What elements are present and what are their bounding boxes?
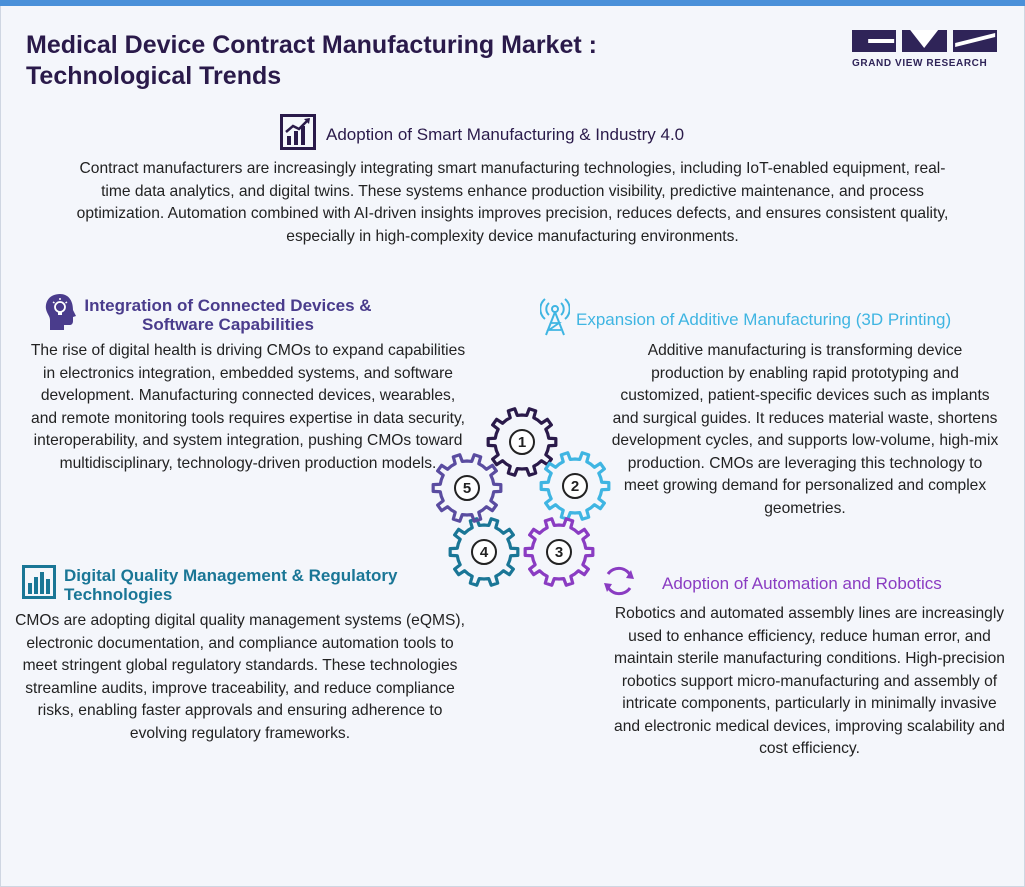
- gear-hub: [454, 475, 480, 501]
- section-automation-body: Robotics and automated assembly lines ar…: [614, 605, 1005, 757]
- gear-outline: [523, 517, 595, 587]
- gears-cluster: 1 2 3 4 5: [428, 406, 618, 591]
- refresh-cycle-icon: [600, 562, 638, 605]
- antenna-tower-icon: [539, 298, 571, 341]
- section-digital-quality-heading: Digital Quality Management & Regulatory …: [22, 565, 434, 604]
- logo-mark: [852, 30, 997, 52]
- section-smart-manufacturing-body: Contract manufacturers are increasingly …: [76, 160, 949, 245]
- gear-number-label: 1: [518, 434, 526, 451]
- gear-outline: [448, 517, 520, 587]
- gear-3: 3: [523, 517, 595, 587]
- gear-4: 4: [448, 517, 520, 587]
- growth-chart-icon: [280, 114, 316, 155]
- logo-text: GRAND VIEW RESEARCH: [852, 58, 988, 69]
- section-automation-heading: Adoption of Automation and Robotics: [600, 562, 942, 605]
- section-additive-manufacturing-title: Expansion of Additive Manufacturing (3D …: [576, 309, 952, 329]
- gear-number-label: 3: [555, 544, 563, 561]
- gear-number-label: 5: [463, 480, 471, 497]
- gear-outline: [539, 451, 611, 521]
- section-additive-manufacturing-heading: Expansion of Additive Manufacturing (3D …: [539, 298, 952, 341]
- gear-2: 2: [539, 451, 611, 521]
- section-connected-devices-title: Integration of Connected Devices & Softw…: [84, 295, 372, 334]
- gear-outline: [431, 453, 503, 523]
- gear-hub: [546, 539, 572, 565]
- gear-outline: [486, 407, 558, 477]
- gear-hub: [562, 473, 588, 499]
- gear-1: 1: [486, 407, 558, 477]
- section-digital-quality-title: Digital Quality Management & Regulatory …: [64, 565, 398, 604]
- gear-number-label: 4: [480, 544, 489, 561]
- gears-svg: 1 2 3 4 5: [431, 407, 611, 587]
- section-smart-manufacturing-heading: Adoption of Smart Manufacturing & Indust…: [280, 114, 684, 155]
- grand-view-research-logo: GRAND VIEW RESEARCH: [852, 30, 997, 69]
- gear-5: 5: [431, 453, 503, 523]
- page-title: Medical Device Contract Manufacturing Ma…: [26, 31, 597, 90]
- section-connected-devices-body: The rise of digital health is driving CM…: [30, 342, 466, 472]
- gear-hub: [509, 429, 535, 455]
- head-lightbulb-icon: [44, 293, 78, 336]
- bar-chart-icon: [22, 565, 56, 604]
- top-accent-bar: [0, 0, 1025, 6]
- section-additive-manufacturing-body: Additive manufacturing is transforming d…: [611, 342, 999, 517]
- section-automation-title: Adoption of Automation and Robotics: [662, 573, 942, 593]
- section-digital-quality-body: CMOs are adopting digital quality manage…: [15, 612, 465, 742]
- gear-hub: [471, 539, 497, 565]
- section-smart-manufacturing-title: Adoption of Smart Manufacturing & Indust…: [326, 124, 685, 144]
- section-connected-devices-heading: Integration of Connected Devices & Softw…: [44, 293, 378, 336]
- gear-number-label: 2: [571, 478, 579, 495]
